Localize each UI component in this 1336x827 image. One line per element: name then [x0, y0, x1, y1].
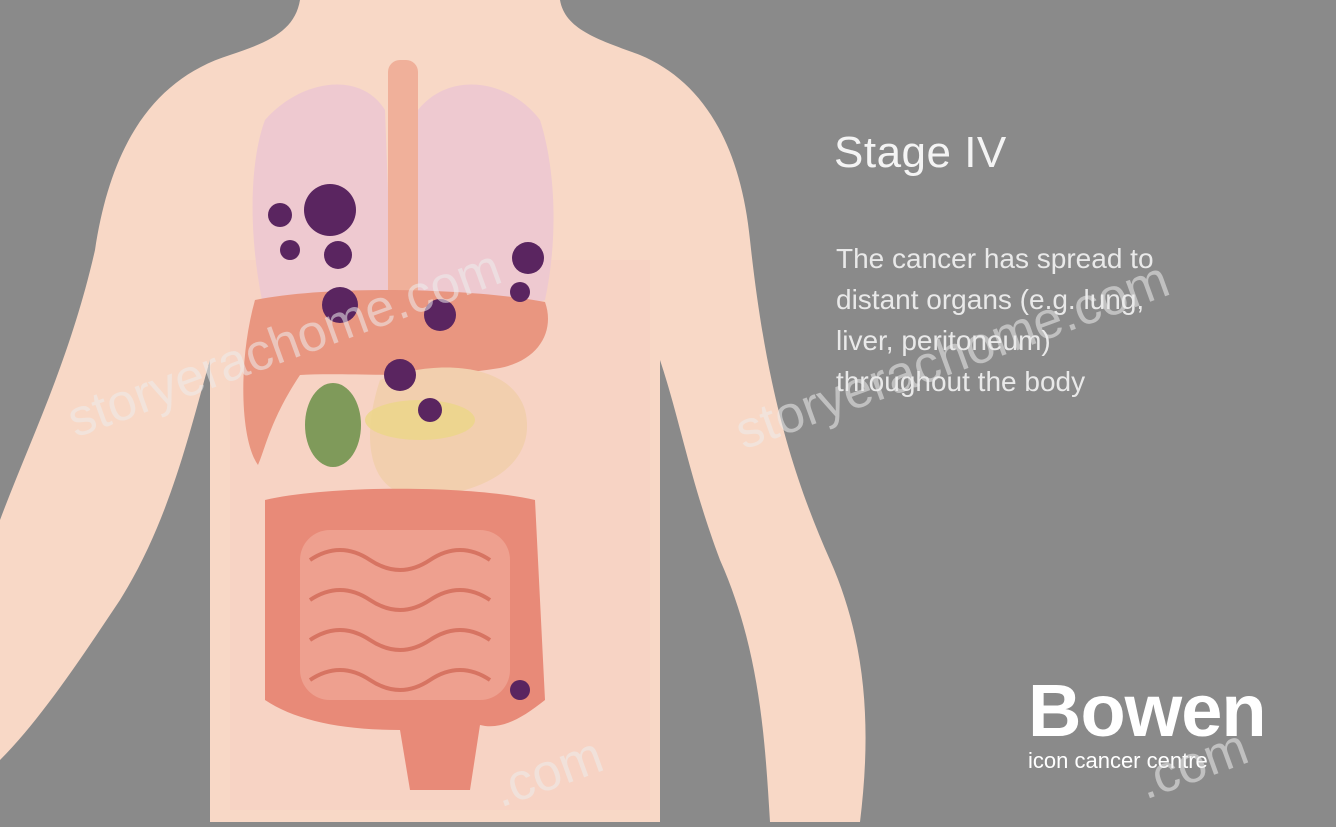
tumor-spot [510, 680, 530, 700]
tumor-spot [268, 203, 292, 227]
tumor-spot [510, 282, 530, 302]
tumor-spot [418, 398, 442, 422]
tumor-spot [304, 184, 356, 236]
tumor-spot [324, 241, 352, 269]
brand-name: Bowen [1028, 672, 1288, 750]
gallbladder [305, 383, 361, 467]
tumor-spot [512, 242, 544, 274]
tumor-spot [384, 359, 416, 391]
stage-title: Stage IV [834, 128, 1007, 178]
tumor-spot [280, 240, 300, 260]
